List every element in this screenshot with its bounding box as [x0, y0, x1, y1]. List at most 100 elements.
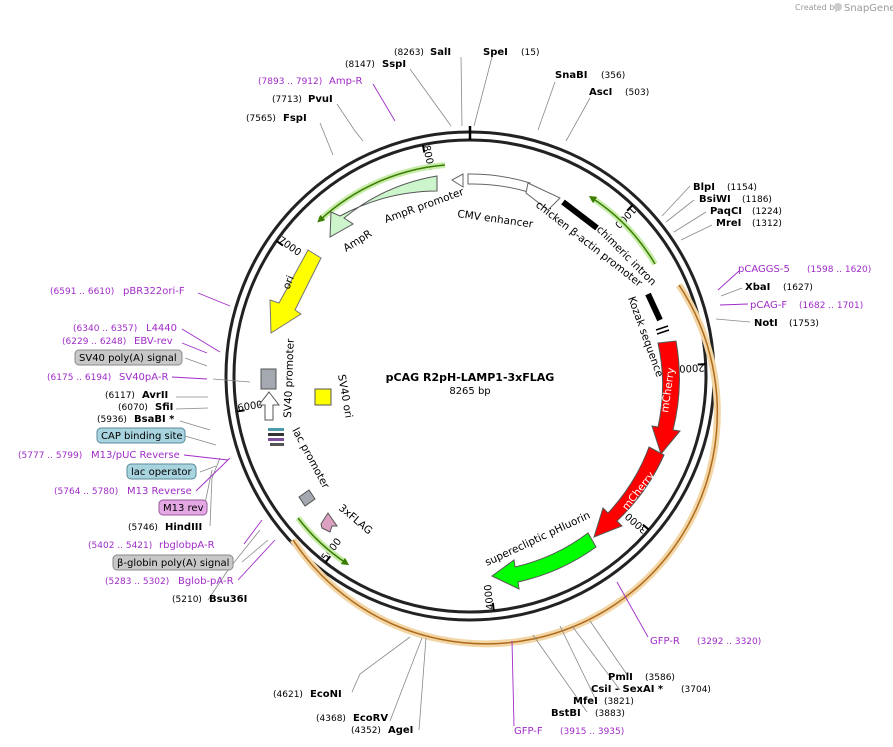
- range-pcaggs-5: (1598 .. 1620): [807, 265, 871, 275]
- label-3xflag: 3xFLAG: [336, 502, 374, 537]
- chimeric-intron-arrow: [588, 195, 656, 265]
- 3xflag-arrow: [320, 512, 338, 533]
- pos-sfii: (6070): [118, 403, 148, 413]
- pos-ecorv: (4368): [316, 714, 346, 724]
- pos-pmli: (3586): [645, 673, 675, 683]
- ring-tick-7000: [275, 240, 284, 247]
- sv40-ori-box: [314, 388, 332, 406]
- enzyme-xbai: XbaI: [745, 282, 770, 293]
- enzyme-blpi: BlpI: [693, 182, 715, 193]
- pos-snabi: (356): [601, 71, 625, 81]
- enzyme-sspi: SspI: [382, 59, 406, 70]
- label-lac-promoter: lac promoter: [289, 426, 331, 492]
- box-cap-binding-site: [96, 427, 186, 444]
- enzyme-ecorv: EcoRV: [353, 713, 388, 724]
- range-gfp-r: (3292 .. 3320): [697, 637, 761, 647]
- mcherry-arrow-1: [651, 340, 681, 456]
- pos-bsiwi: (1186): [742, 195, 772, 205]
- lac-operator-marker: [268, 433, 284, 436]
- enzyme-asci: AscI: [589, 87, 612, 98]
- ring-tick-label-4000: 4000: [483, 584, 497, 610]
- enzyme-csii-sexai: CsiI - SexAI *: [591, 684, 664, 695]
- box-lac-operator-label: lac operator: [131, 467, 192, 478]
- enzyme-spei: SpeI: [483, 47, 508, 58]
- range-sv40pa-r: (6175 .. 6194): [47, 373, 111, 383]
- pos-mrei: (1312): [752, 219, 782, 229]
- enzyme-hindiii: HindIII: [165, 522, 202, 533]
- kozak-tick-2: [656, 329, 670, 335]
- pos-csii-sexai: (3704): [681, 685, 711, 695]
- enzyme-snabi: SnaBI: [555, 70, 587, 81]
- box-m13-rev-label: M13 rev: [163, 503, 204, 514]
- box-beta-globin-polya-label: β-globin poly(A) signal: [117, 558, 229, 569]
- range-amp-r: (7893 .. 7912): [258, 77, 322, 87]
- range-gfp-f: (3915 .. 3935): [560, 727, 624, 737]
- range-m13-puc-reverse: (5777 .. 5799): [18, 451, 82, 461]
- chicken-actin-promoter-bar: [561, 199, 599, 231]
- range-l4440: (6340 .. 6357): [73, 324, 137, 334]
- primer-leaders: [171, 83, 749, 727]
- hindiii-marker: [270, 443, 284, 446]
- ring-tick-label-2000: 2000: [679, 361, 705, 373]
- ring-tick-5000: [324, 555, 332, 564]
- pos-asci: (503): [625, 88, 649, 98]
- enzyme-mfei: MfeI: [573, 696, 598, 707]
- label-ampr: AmpR: [341, 228, 374, 255]
- m13-rev-marker: [268, 438, 284, 441]
- box-m13-rev: [158, 499, 208, 516]
- ampr-upper-arrow: [317, 164, 446, 223]
- range-m13-reverse: (5764 .. 5780): [54, 487, 118, 497]
- pos-econi: (4621): [273, 690, 303, 700]
- pos-agei: (4352): [351, 726, 381, 736]
- box-cap-binding-site-label: CAP binding site: [101, 431, 183, 442]
- label-sv40-ori: SV40 ori: [335, 373, 354, 419]
- pos-bsabi: (5936): [97, 415, 127, 425]
- primer-m13-reverse: M13 Reverse: [127, 486, 192, 497]
- ring-tick-6000: [236, 409, 245, 413]
- primer-m13-puc-reverse: M13/pUC Reverse: [91, 450, 180, 461]
- pos-spei: (15): [521, 48, 539, 58]
- ring-tick-label-6000: 6000: [237, 400, 264, 415]
- label-sv40-promoter: SV40 promoter: [282, 338, 297, 418]
- pos-avrii: (6117): [105, 391, 135, 401]
- pos-noti: (1753): [789, 319, 819, 329]
- enzyme-noti: NotI: [754, 318, 778, 329]
- beta-globin-box: [298, 489, 316, 507]
- primer-rbglobpa-r: rbglobpA-R: [159, 540, 215, 551]
- ring-tick-label-7000: 7000: [276, 235, 303, 259]
- snapgene-icon: [834, 3, 842, 11]
- enzyme-avrii: AvrII: [142, 390, 168, 401]
- box-beta-globin-polya: [112, 554, 234, 571]
- enzyme-fspi: FspI: [283, 113, 307, 124]
- pos-paqci: (1224): [752, 207, 782, 217]
- label-ori: ori: [281, 274, 297, 291]
- ring-tick-8000: [421, 144, 426, 153]
- primer-bglob-pa-r: Bglob-pA-R: [178, 576, 234, 587]
- enzyme-labels: (8263) SalI SpeI (15) (8147) SspI SnaBI …: [97, 47, 819, 736]
- cmv-enhancer-arrow-head: [525, 182, 561, 211]
- sv40-promoter-arrow: [257, 391, 281, 421]
- ring-tick-label-3000: 3000: [624, 510, 650, 535]
- orange-feature-band-line: [292, 284, 719, 645]
- range-pbr322ori-f: (6591 .. 6610): [50, 287, 114, 297]
- pos-blpi: (1154): [727, 183, 757, 193]
- enzyme-mrei: MreI: [716, 218, 741, 229]
- primer-l4440: L4440: [146, 323, 177, 334]
- label-kozak: Kozak sequence: [625, 295, 665, 379]
- enzyme-sali: SalI: [430, 47, 451, 58]
- primer-sv40pa-r: SV40pA-R: [119, 372, 168, 383]
- primer-labels: (7893 .. 7912) Amp-R pCAGGS-5 (1598 .. 1…: [18, 76, 871, 737]
- range-ebv-rev: (6229 .. 6248): [62, 337, 126, 347]
- pos-sali: (8263): [394, 48, 424, 58]
- cmv-enhancer-arrow: [467, 173, 531, 193]
- brand-name: SnapGene: [844, 3, 893, 14]
- lower-left-arrow: [297, 517, 350, 566]
- ampr-promoter-head: [451, 173, 464, 188]
- enzyme-paqci: PaqCI: [710, 206, 742, 217]
- box-sv40-polya-label: SV40 poly(A) signal: [79, 353, 177, 364]
- box-lac-operator: [126, 463, 197, 480]
- box-sv40-polya: [74, 349, 183, 366]
- plasmid-name: pCAG R2pH-LAMP1-3xFLAG: [386, 371, 555, 384]
- enzyme-sfii: SfiI: [155, 402, 173, 413]
